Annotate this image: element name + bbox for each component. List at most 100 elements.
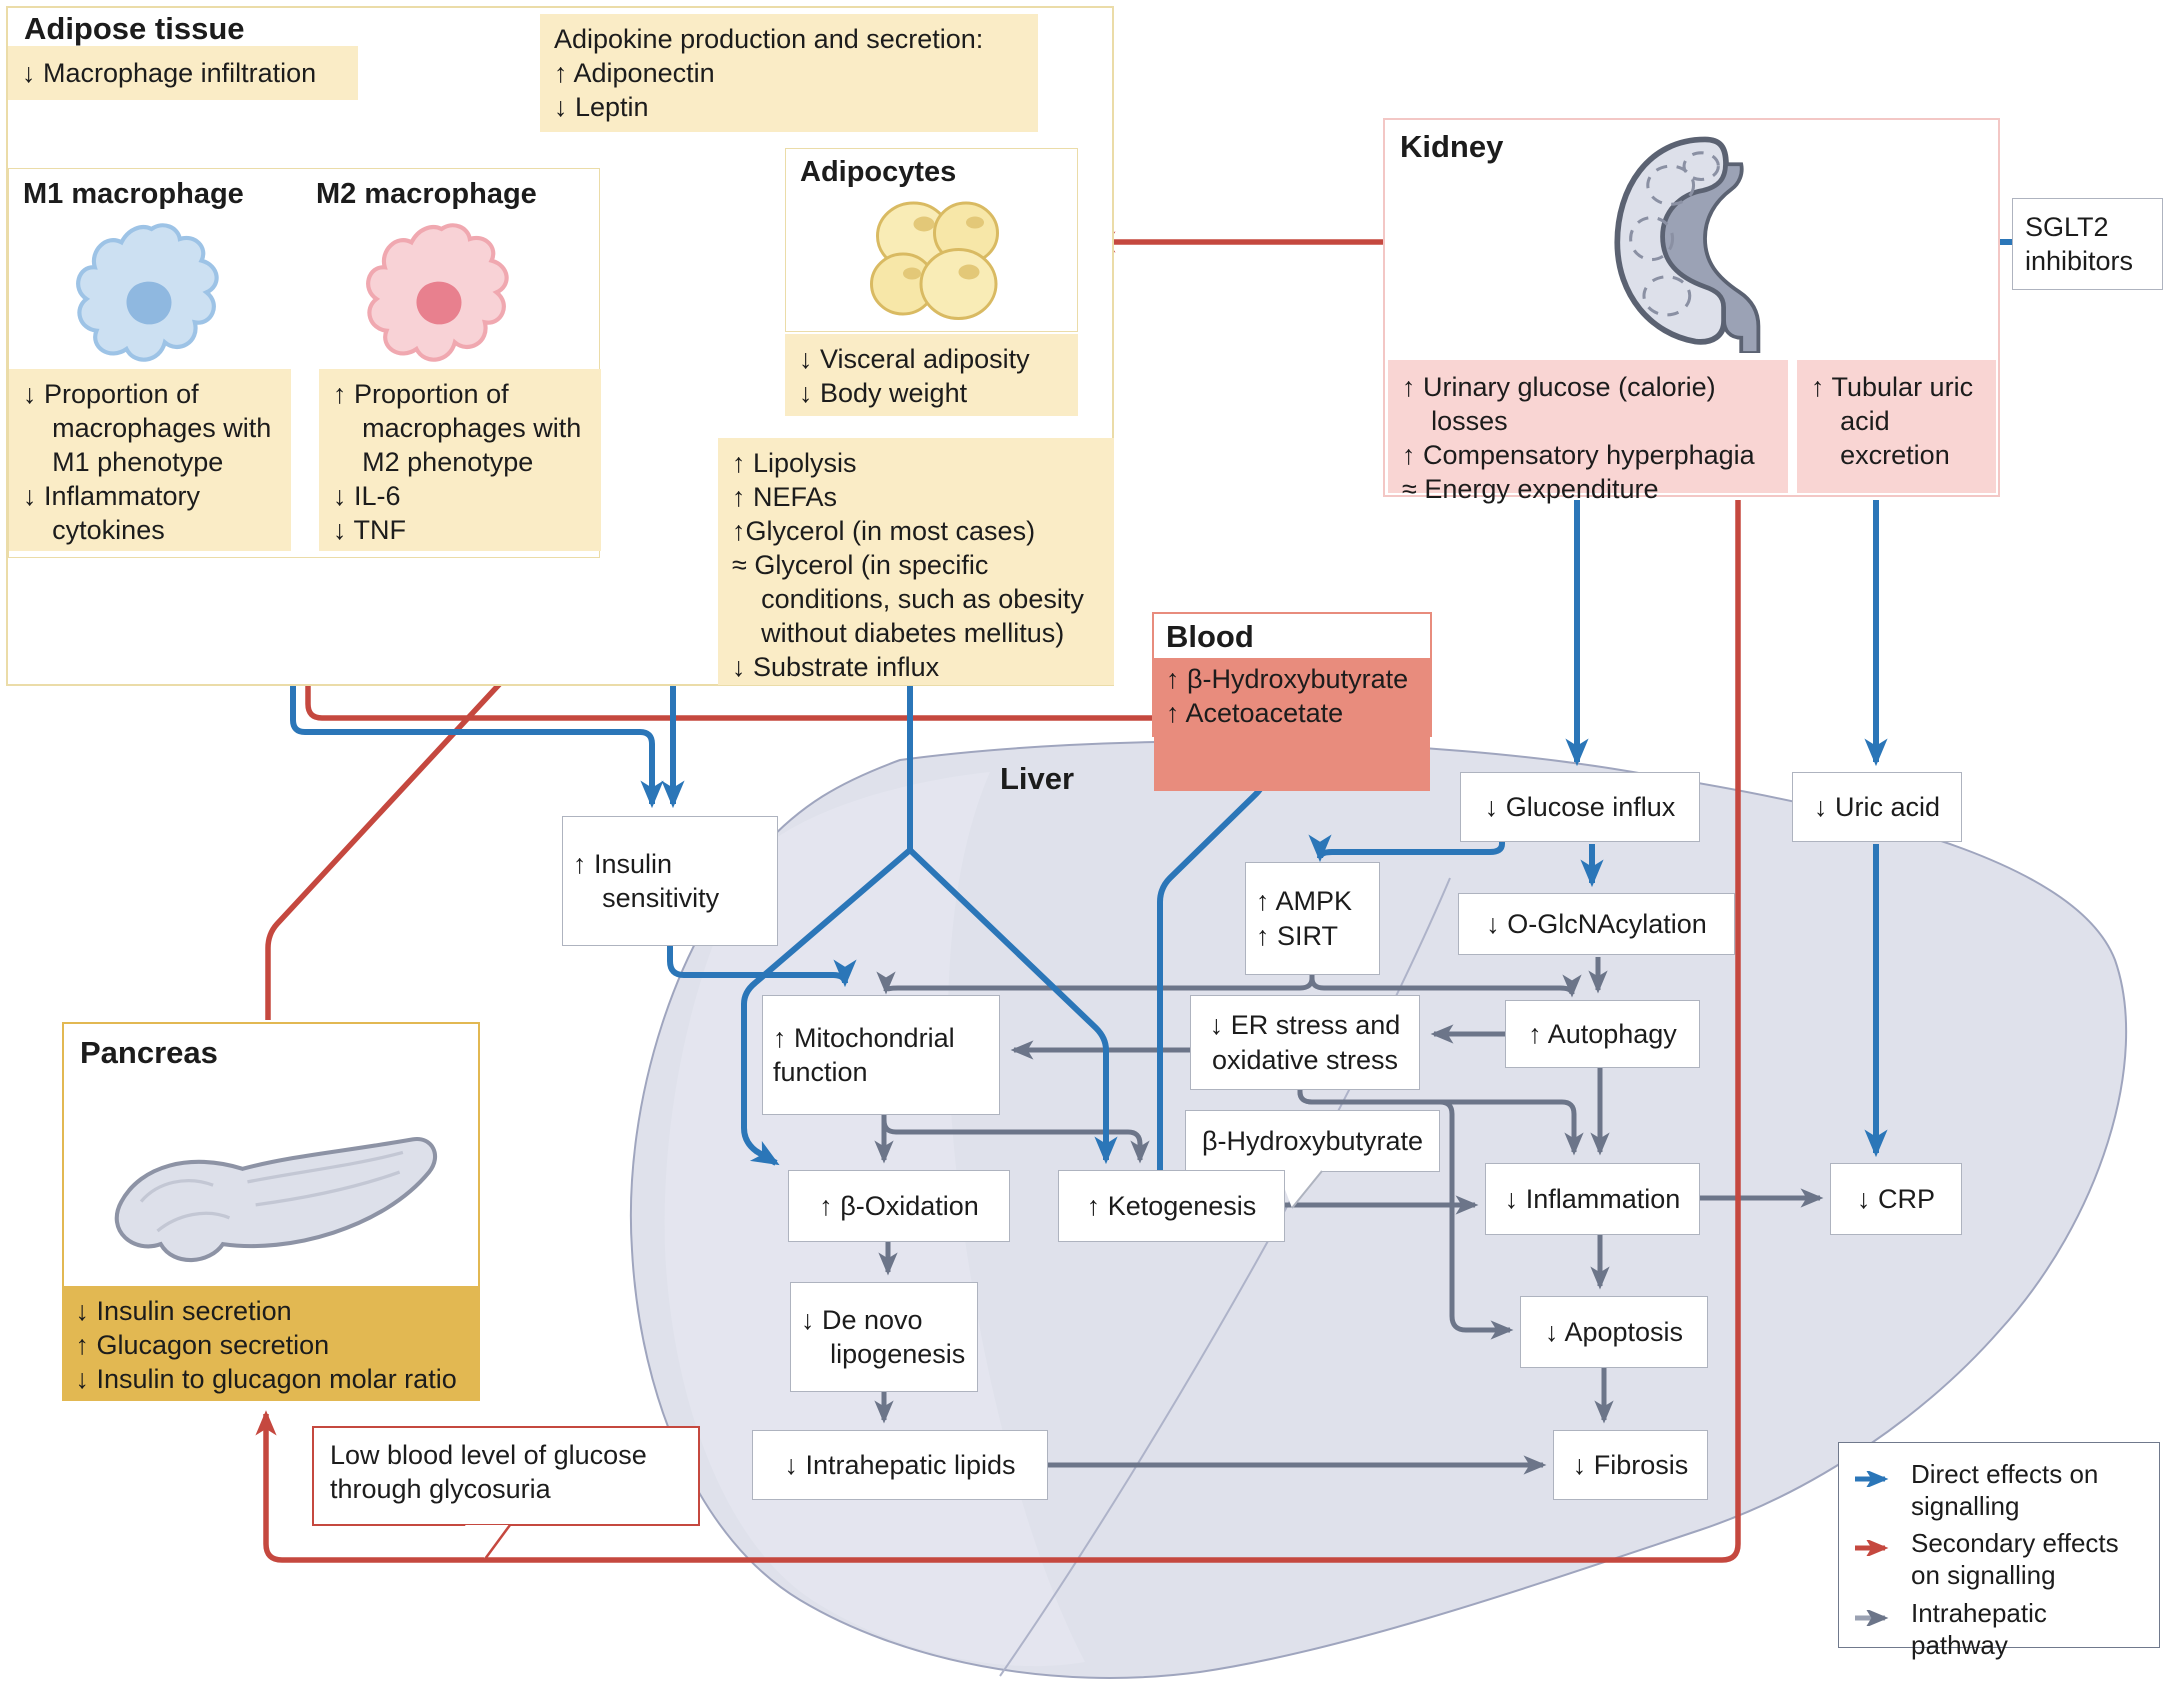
adipocytes-icon — [870, 201, 999, 320]
adipocytes-box: Adipocytes — [785, 148, 1078, 332]
kidney-effect: ↑ Tubular uric acid excretion — [1811, 372, 1974, 471]
m1-effects-box: ↓ Proportion of macrophages with M1 phen… — [9, 369, 291, 551]
glucose-influx-box: ↓ Glucose influx — [1460, 772, 1700, 842]
lipolysis-effects-box: ↑ Lipolysis ↑ NEFAs ↑Glycerol (in most c… — [718, 438, 1114, 685]
oglcnac-box: ↓ O-GlcNAcylation — [1458, 893, 1735, 955]
macrophage-infiltration-label: ↓ Macrophage infiltration — [22, 57, 317, 88]
arrow-m2-to-insulinsensitivity — [290, 558, 664, 809]
intrahepatic-pathways — [874, 957, 1824, 1475]
adipocyte-effect: ↓ Visceral adiposity — [799, 344, 1030, 374]
glycosuria-callout-tail — [465, 1524, 512, 1560]
adipokine-line: ↓ Leptin — [554, 92, 649, 123]
legend-box: Direct effects on signalling Secondary e… — [1838, 1442, 2160, 1660]
legend-item-direct: Direct effects on signalling — [1853, 1459, 2145, 1522]
mitochondrial-function-box: ↑ Mitochondrial function — [762, 995, 1000, 1115]
autophagy-label: ↑ Autophagy — [1528, 1018, 1677, 1049]
glycosuria-callout: Low blood level of glucose through glyco… — [312, 1426, 700, 1526]
beta-oxidation-label: ↑ β-Oxidation — [819, 1190, 979, 1221]
adipocyte-effect: ↓ Body weight — [799, 378, 968, 409]
arrow-kidney-to-pancreas-glycosuria — [255, 500, 1741, 1563]
intrahepatic-arrow-icon — [1855, 1609, 1889, 1626]
liver-title: Liver — [1000, 761, 1075, 796]
m2-macrophage-icon — [366, 223, 509, 362]
apoptosis-label: ↓ Apoptosis — [1544, 1316, 1684, 1347]
lipolysis-effect: ↑Glycerol (in most cases) — [732, 516, 1036, 547]
arrow-lipolysis-to-betaoxidation — [741, 686, 913, 1166]
arrow-lipolysis-to-ketogenesis — [907, 847, 1118, 1165]
ketogenesis-box: ↑ Ketogenesis — [1058, 1170, 1285, 1242]
m2-effects-box: ↑ Proportion of macrophages with M2 phen… — [319, 369, 601, 551]
beta-oxidation-box: ↑ β-Oxidation — [788, 1170, 1010, 1242]
m1-macrophage-title: M1 macrophage — [23, 178, 244, 210]
pancreas-effect: ↑ Glucagon secretion — [75, 1329, 330, 1360]
uric-acid-box: ↓ Uric acid — [1792, 772, 1962, 842]
direct-arrow-icon — [1855, 1471, 1889, 1487]
m2-effect: ↓ TNF — [333, 515, 406, 546]
sglt2-label: SGLT2 inhibitors — [2025, 211, 2134, 276]
insulin-sensitivity-box: ↑ Insulin sensitivity — [562, 816, 778, 946]
secondary-arrow-icon — [1855, 1540, 1889, 1557]
kidney-icon — [1614, 136, 1761, 353]
autophagy-box: ↑ Autophagy — [1505, 1000, 1700, 1068]
inflammation-box: ↓ Inflammation — [1485, 1163, 1700, 1235]
blood-effects: ↑ β-Hydroxybutyrate ↑ Acetoacetate — [1154, 658, 1430, 792]
bhb-bubble: β-Hydroxybutyrate — [1185, 1110, 1440, 1172]
kidney-left-effects-box: ↑ Urinary glucose (calorie) losses ↑ Com… — [1388, 360, 1788, 504]
adipokine-line: ↑ Adiponectin — [554, 58, 715, 89]
insulin-sensitivity-label: ↑ Insulin sensitivity — [573, 848, 720, 913]
intrahepatic-lipids-box: ↓ Intrahepatic lipids — [752, 1430, 1048, 1500]
kidney-effect: ↑ Urinary glucose (calorie) losses — [1402, 372, 1716, 437]
kidney-effect: ≈ Energy expenditure — [1402, 474, 1659, 505]
de-novo-lipogenesis-box: ↓ De novo lipogenesis — [790, 1282, 978, 1392]
intrahepatic-lipids-label: ↓ Intrahepatic lipids — [784, 1449, 1016, 1480]
arrow-mitochondrial-to-ketogenesis — [881, 1115, 1150, 1164]
de-novo-label: ↓ De novo lipogenesis — [801, 1304, 966, 1369]
oglcnac-label: ↓ O-GlcNAcylation — [1486, 908, 1707, 939]
adipocyte-effects-box: ↓ Visceral adiposity ↓ Body weight — [785, 334, 1078, 416]
uric-acid-label: ↓ Uric acid — [1813, 791, 1941, 822]
fibrosis-label: ↓ Fibrosis — [1572, 1449, 1689, 1480]
arrow-blood-to-macrophages — [297, 562, 1152, 721]
glycosuria-callout-label: Low blood level of glucose through glyco… — [330, 1440, 647, 1505]
crp-box: ↓ CRP — [1830, 1163, 1962, 1235]
m1-effect: ↓ Proportion of macrophages with M1 phen… — [23, 379, 272, 478]
crp-label: ↓ CRP — [1856, 1183, 1935, 1214]
adipocytes-title: Adipocytes — [800, 156, 957, 188]
legend-intrahepatic-label: Intrahepatic pathway — [1911, 1597, 2047, 1660]
arrow-glucoseinflux-to-ampk — [1308, 834, 1505, 863]
sirt-line: ↑ SIRT — [1256, 920, 1339, 951]
kidney-effect: ↑ Compensatory hyperphagia — [1402, 440, 1755, 471]
ampk-sirt-box: ↑ AMPK ↑ SIRT — [1245, 862, 1380, 975]
macrophage-box: M1 macrophage M2 macrophage ↓ Proportion… — [8, 168, 601, 558]
macrophage-infiltration-chip: ↓ Macrophage infiltration — [8, 46, 358, 100]
pancreas-panel: Pancreas ↓ Insulin secretion ↑ Glucagon … — [61, 1022, 480, 1401]
blood-effect: ↑ β-Hydroxybutyrate — [1166, 664, 1409, 695]
blood-title: Blood — [1166, 619, 1254, 654]
blood-box: Blood ↑ β-Hydroxybutyrate ↑ Acetoacetate — [1152, 612, 1432, 792]
blood-effect: ↑ Acetoacetate — [1166, 698, 1344, 729]
arrow-erstress-to-apoptosis — [1297, 1089, 1514, 1340]
apoptosis-box: ↓ Apoptosis — [1520, 1296, 1708, 1368]
er-stress-box: ↓ ER stress and oxidative stress — [1190, 995, 1420, 1090]
legend-secondary-label: Secondary effects on signalling — [1911, 1528, 2119, 1591]
ketogenesis-label: ↑ Ketogenesis — [1086, 1190, 1257, 1221]
m2-effect: ↑ Proportion of macrophages with M2 phen… — [333, 379, 582, 478]
legend-item-intrahepatic: Intrahepatic pathway — [1853, 1598, 2145, 1661]
legend-direct-label: Direct effects on signalling — [1911, 1459, 2099, 1521]
ampk-line: ↑ AMPK — [1256, 886, 1353, 917]
kidney-right-effects-box: ↑ Tubular uric acid excretion — [1797, 360, 1996, 493]
lipolysis-effect: ↑ NEFAs — [732, 482, 838, 513]
lipolysis-effect: ↑ Lipolysis — [732, 448, 857, 478]
er-stress-label: ↓ ER stress and oxidative stress — [1209, 1010, 1401, 1075]
bhb-label: β-Hydroxybutyrate — [1201, 1125, 1424, 1156]
arrow-insulinsensitivity-to-mitochondrial — [667, 946, 857, 988]
m2-macrophage-title: M2 macrophage — [316, 178, 537, 210]
pancreas-icon — [114, 1137, 437, 1263]
pancreas-effects-box: ↓ Insulin secretion ↑ Glucagon secretion… — [61, 1285, 480, 1401]
arrow-ampk-to-autophagy — [1309, 974, 1582, 998]
sglt2-inhibitors-box: SGLT2 inhibitors — [2012, 198, 2163, 290]
m1-macrophage-icon — [76, 223, 219, 362]
inflammation-label: ↓ Inflammation — [1504, 1183, 1681, 1214]
m1-effect: ↓ Inflammatory cytokines — [23, 481, 201, 546]
